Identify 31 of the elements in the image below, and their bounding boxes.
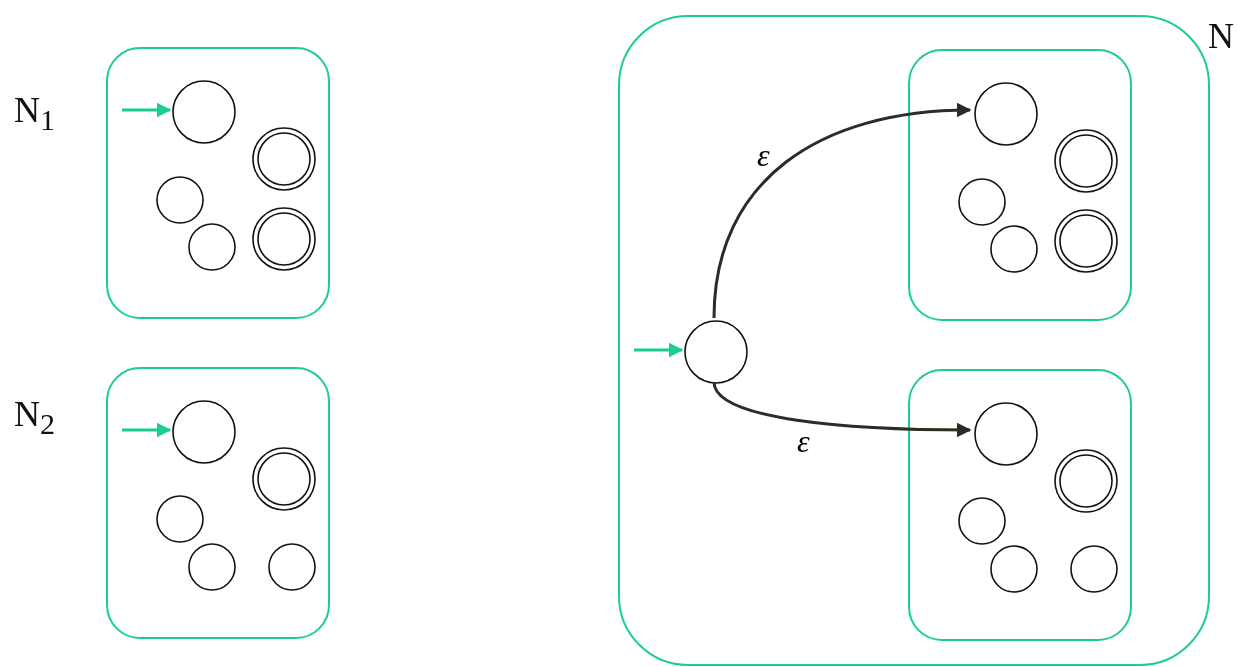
accepting-state-circle — [252, 127, 316, 191]
state-circle — [188, 543, 236, 591]
state-circle — [974, 82, 1038, 146]
transition-arrow — [122, 422, 172, 438]
accepting-state-circle — [1054, 449, 1118, 513]
state-circle — [958, 497, 1006, 545]
state-circle — [172, 80, 236, 144]
accepting-state-circle — [1054, 129, 1118, 193]
state-circle — [172, 400, 236, 464]
transition-arrow — [122, 102, 172, 118]
transition-arrow — [712, 103, 972, 319]
group-box — [908, 49, 1132, 321]
automaton-name: N$_{2}$ — [14, 393, 55, 442]
state-circle — [990, 545, 1038, 593]
automaton-name: N — [1208, 15, 1234, 57]
transition-arrow — [634, 342, 684, 358]
state-circle — [974, 402, 1038, 466]
accepting-state-circle — [252, 207, 316, 271]
transition-arrow — [712, 381, 972, 438]
automaton-name: N$_{1}$ — [14, 89, 55, 138]
accepting-state-circle — [252, 447, 316, 511]
state-circle — [684, 320, 748, 384]
state-circle — [156, 176, 204, 224]
accepting-state-circle — [1054, 209, 1118, 273]
state-circle — [156, 495, 204, 543]
state-circle — [990, 225, 1038, 273]
group-box — [908, 369, 1132, 641]
state-circle — [958, 178, 1006, 226]
state-circle — [188, 223, 236, 271]
state-circle — [1070, 545, 1118, 593]
state-circle — [268, 543, 316, 591]
